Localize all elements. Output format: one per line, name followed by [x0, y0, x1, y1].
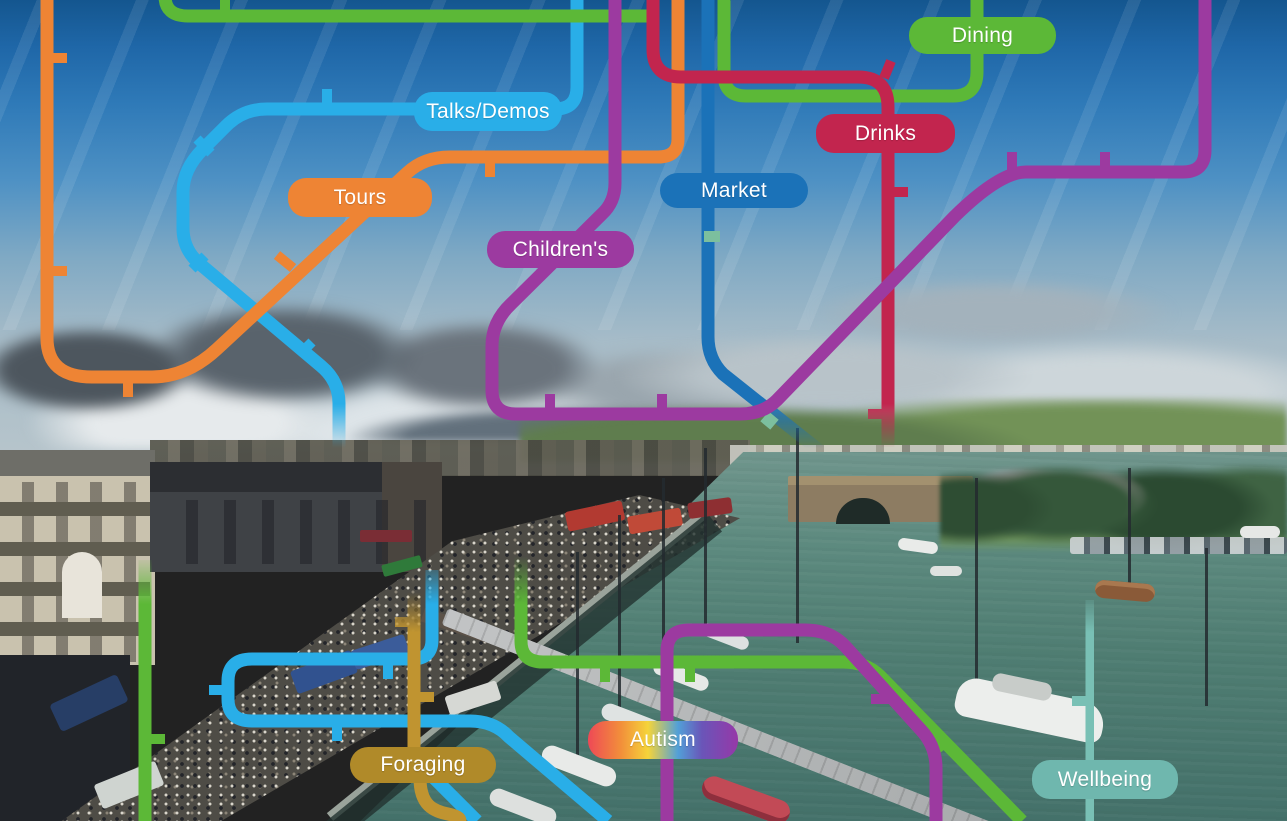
- station-wellbeing-label: Wellbeing: [1057, 767, 1153, 791]
- far-bank-trees: [940, 460, 1287, 552]
- sailboat-mast: [975, 478, 978, 693]
- red-shop-banner: [360, 530, 412, 542]
- interchange-markers: [704, 231, 779, 430]
- station-dining: Dining: [909, 17, 1056, 54]
- sailboat-mast: [704, 448, 707, 633]
- station-market-label: Market: [701, 178, 767, 202]
- talks-demos-line-path: [176, 0, 584, 452]
- sailboat-mast: [576, 552, 579, 757]
- parked-cars-strip: [1070, 537, 1287, 554]
- station-dining-label: Dining: [951, 23, 1014, 47]
- market-line: [701, 0, 825, 457]
- interchange-marker: [760, 411, 779, 430]
- tours-line: [40, 0, 685, 397]
- sailboat-mast: [796, 428, 799, 643]
- dining-line-marina: [514, 554, 1027, 821]
- arched-window: [62, 552, 102, 618]
- station-foraging-label: Foraging: [380, 753, 466, 776]
- tours-line-path: [40, 0, 685, 384]
- sailboat-mast: [1128, 468, 1131, 588]
- station-drinks-label: Drinks: [854, 121, 917, 145]
- station-tours: Tours: [288, 178, 432, 217]
- interchange-marker: [704, 231, 720, 242]
- small-boat: [930, 566, 962, 576]
- station-foraging: Foraging: [350, 747, 496, 783]
- station-childrens-label: Children's: [512, 237, 609, 261]
- market-line-path: [701, 0, 825, 457]
- sailboat-mast: [662, 478, 665, 670]
- foraging-line: [395, 592, 467, 821]
- sailboat-mast: [1205, 548, 1208, 706]
- station-talks-demos: Talks/Demos: [414, 92, 562, 131]
- dining-line-top-left: [158, 0, 651, 23]
- station-autism-label: Autism: [630, 728, 696, 751]
- drinks-line-path: [646, 0, 895, 447]
- station-drinks: Drinks: [816, 114, 955, 153]
- station-childrens: Children's: [487, 231, 634, 268]
- station-market: Market: [660, 173, 808, 208]
- drinks-line: [646, 0, 908, 447]
- foraging-line-tail: [413, 777, 467, 821]
- station-wellbeing: Wellbeing: [1032, 760, 1178, 799]
- station-tours-label: Tours: [333, 185, 387, 209]
- childrens-line-path: [485, 0, 1212, 421]
- station-talks-demos-label: Talks/Demos: [426, 99, 550, 123]
- childrens-line-marina: [660, 623, 943, 821]
- station-autism: Autism: [588, 721, 738, 759]
- small-boat: [1240, 526, 1280, 538]
- sailboat-mast: [618, 515, 621, 715]
